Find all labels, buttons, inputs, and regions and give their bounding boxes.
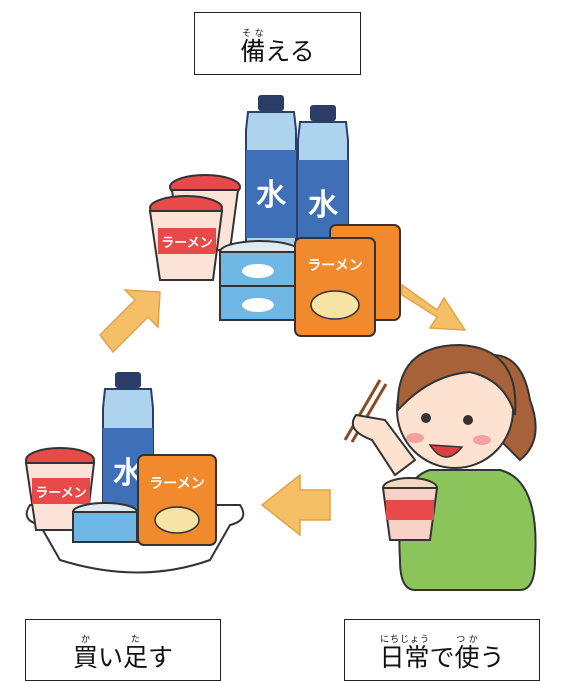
label-daily-rest: う bbox=[480, 638, 505, 674]
label-daily-base2: 使 bbox=[455, 643, 480, 672]
label-daily-ruby2: つか bbox=[455, 635, 480, 645]
label-prepare-rest: える bbox=[265, 32, 314, 68]
ramen-pack-restock: ラーメン bbox=[138, 455, 216, 545]
label-restock-ruby1: か bbox=[73, 635, 98, 645]
label-restock-rest: す bbox=[148, 638, 173, 674]
label-daily-base1: 日常 bbox=[379, 643, 429, 672]
ramen-pack-label-bottom: ラーメン bbox=[149, 476, 204, 492]
label-prepare-base: 備 bbox=[240, 37, 265, 66]
label-daily-use: 日常にちじょうで使つかう bbox=[344, 619, 540, 681]
label-daily-mid: で bbox=[429, 638, 454, 674]
cup-label-top: ラーメン bbox=[161, 236, 212, 251]
label-restock-mid: い bbox=[98, 638, 123, 674]
arrow-up-right bbox=[100, 290, 160, 352]
cup-noodle-front: ラーメン bbox=[150, 196, 222, 280]
label-restock-base1: 買 bbox=[73, 643, 98, 672]
top-stock-group: 水 水 ラーメン bbox=[150, 95, 400, 336]
canned-fish-stack bbox=[220, 241, 300, 320]
water-label-2: 水 bbox=[308, 188, 339, 223]
label-restock-ruby2: た bbox=[123, 635, 148, 645]
water-label-1: 水 bbox=[256, 178, 287, 213]
ramen-pack-label-top: ラーメン bbox=[307, 258, 362, 274]
label-daily-ruby1: にちじょう bbox=[379, 635, 429, 645]
arrow-down-right bbox=[402, 285, 465, 330]
label-restock-base2: 足 bbox=[123, 643, 148, 672]
cup-label-bottom: ラーメン bbox=[35, 486, 86, 501]
water-bottle-1: 水 bbox=[246, 95, 296, 259]
can-restock bbox=[73, 503, 137, 542]
label-prepare-ruby: そな bbox=[240, 29, 265, 39]
arrow-left bbox=[262, 475, 330, 535]
ramen-pack-front: ラーメン bbox=[295, 238, 375, 336]
girl-eating-ramen bbox=[345, 345, 536, 590]
restock-group: 水 ラーメン ラーメン bbox=[26, 372, 243, 573]
label-restock: 買かい足たす bbox=[25, 619, 221, 681]
label-prepare: 備そなえる bbox=[194, 12, 361, 75]
